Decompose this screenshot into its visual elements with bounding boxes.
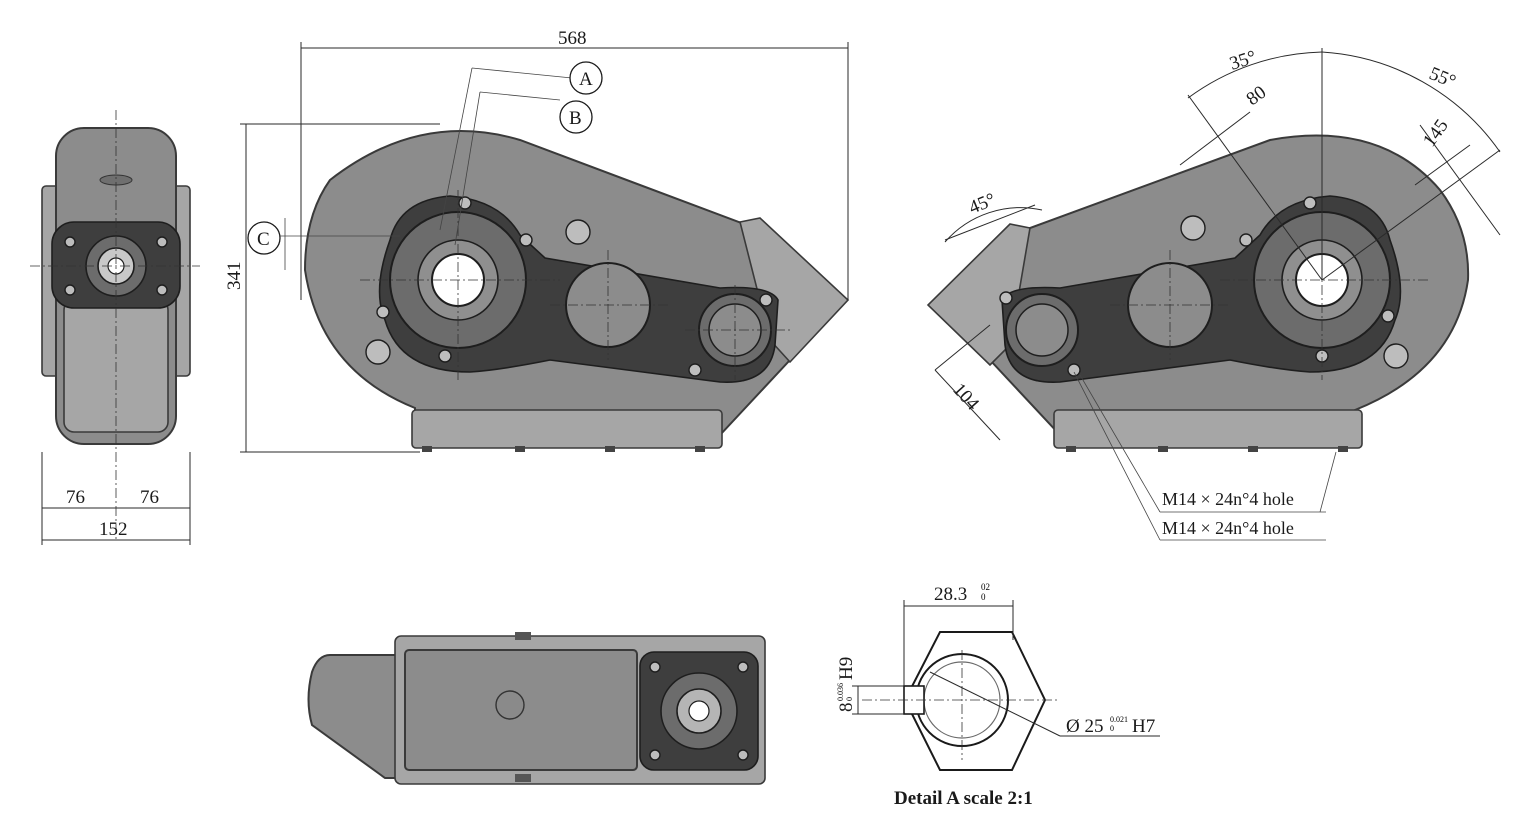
callout-b-label: B [569, 108, 582, 129]
detail-width-tol-lower: 0 [981, 592, 986, 602]
hole-note-1: M14 × 24n°4 hole [1162, 489, 1294, 509]
callout-c-label: C [257, 229, 270, 250]
detail-caption: Detail A scale 2:1 [894, 788, 1033, 809]
detail-bore: Ø 25 [1066, 716, 1103, 737]
callout-b: B [559, 100, 593, 134]
callout-c: C [247, 221, 281, 255]
top-view [307, 632, 766, 785]
detail-a: 28.3 02 0 8 0.036 0 H9 Ø 25 0.021 0 H7 D… [836, 582, 1160, 809]
detail-bore-dim: Ø 25 0.021 0 H7 [1066, 715, 1155, 737]
detail-key-tol-lower: 0 [845, 697, 854, 701]
detail-key-tol-upper: 0.036 [836, 683, 845, 701]
detail-width-dim: 28.3 02 0 [934, 582, 990, 605]
detail-bore-tol-lower: 0 [1110, 724, 1114, 733]
dim-angle-35: 35° [1227, 47, 1259, 75]
callout-a-label: A [579, 69, 593, 90]
left-side-view: 76 76 152 [30, 110, 200, 545]
dim-side-half-left: 76 [66, 487, 85, 508]
detail-bore-fit: H7 [1132, 716, 1155, 737]
dim-angle-55: 55° [1426, 63, 1459, 92]
dim-overall-width: 568 [558, 28, 587, 49]
hole-note-2: M14 × 24n°4 hole [1162, 518, 1294, 538]
front-view: 568 341 A B C [224, 28, 850, 453]
right-view: 35° 55° 80 145 45° 104 M14 × 24n°4 hole … [926, 47, 1501, 541]
dim-145: 145 [1419, 116, 1453, 151]
detail-key: 8 [836, 703, 857, 713]
dim-overall-height: 341 [224, 262, 245, 291]
detail-width-tol-upper: 02 [981, 582, 990, 592]
callout-a: A [569, 61, 603, 95]
dim-angle-45: 45° [966, 189, 999, 218]
dim-104: 104 [948, 379, 983, 415]
dim-80: 80 [1243, 82, 1271, 110]
dim-side-half-right: 76 [140, 487, 159, 508]
detail-width: 28.3 [934, 584, 967, 605]
dim-side-total: 152 [99, 519, 128, 540]
detail-key-fit: H9 [836, 657, 857, 680]
detail-bore-tol-upper: 0.021 [1110, 715, 1128, 724]
detail-key-dim: 8 0.036 0 H9 [836, 657, 857, 712]
